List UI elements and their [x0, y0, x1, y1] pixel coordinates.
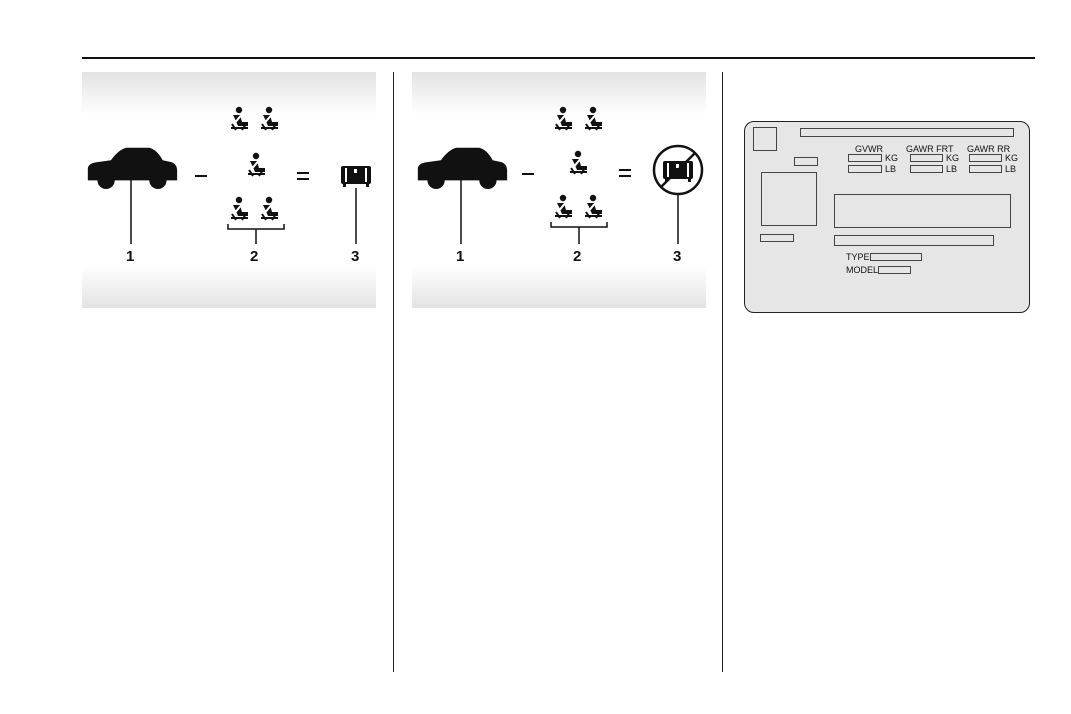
- gawr-frt-kg-unit: KG: [946, 153, 959, 163]
- gawr-rr-label: GAWR RR: [967, 144, 1010, 154]
- gawr-rr-lb-unit: LB: [1005, 164, 1016, 174]
- header-rule: [82, 57, 1035, 59]
- vin-field: [834, 235, 994, 246]
- gawr-rr-lb-field: [969, 165, 1002, 173]
- manufacturer-field: [800, 128, 1014, 137]
- callout-3: 3: [673, 248, 681, 265]
- figure-load-capacity: 1 2 3: [82, 72, 376, 308]
- minus-sign: [522, 173, 534, 175]
- callout-3: 3: [351, 248, 359, 265]
- logo-box: [753, 127, 777, 151]
- certification-label-figure: GVWR GAWR FRT GAWR RR KG LB KG LB KG LB …: [740, 119, 1030, 313]
- cargo-icon: [341, 166, 371, 187]
- figure-no-cargo-capacity: 1 2 3: [412, 72, 706, 308]
- callout-2: 2: [250, 248, 258, 265]
- gvwr-kg-unit: KG: [885, 153, 898, 163]
- callout-1: 1: [456, 248, 464, 265]
- date-field: [794, 157, 818, 166]
- equals-sign: [619, 169, 631, 171]
- model-label: MODEL:: [846, 265, 881, 275]
- gvwr-label: GVWR: [855, 144, 883, 154]
- gvwr-lb-unit: LB: [885, 164, 896, 174]
- gawr-frt-lb-unit: LB: [946, 164, 957, 174]
- callout-2: 2: [573, 248, 581, 265]
- gawr-rr-kg-unit: KG: [1005, 153, 1018, 163]
- column-divider-2: [722, 72, 723, 672]
- equals-sign: [297, 172, 309, 174]
- gvwr-kg-field: [848, 154, 882, 162]
- gawr-frt-kg-field: [910, 154, 943, 162]
- minus-sign: [195, 175, 207, 177]
- model-field: [878, 266, 911, 274]
- code-field: [760, 234, 794, 242]
- gvwr-lb-field: [848, 165, 882, 173]
- callout-1: 1: [126, 248, 134, 265]
- column-divider-1: [393, 72, 394, 672]
- type-field: [870, 253, 922, 261]
- statement-field: [834, 194, 1011, 228]
- seal-box: [761, 172, 817, 226]
- type-label: TYPE:: [846, 252, 872, 262]
- gawr-rr-kg-field: [969, 154, 1002, 162]
- gawr-frt-lb-field: [910, 165, 943, 173]
